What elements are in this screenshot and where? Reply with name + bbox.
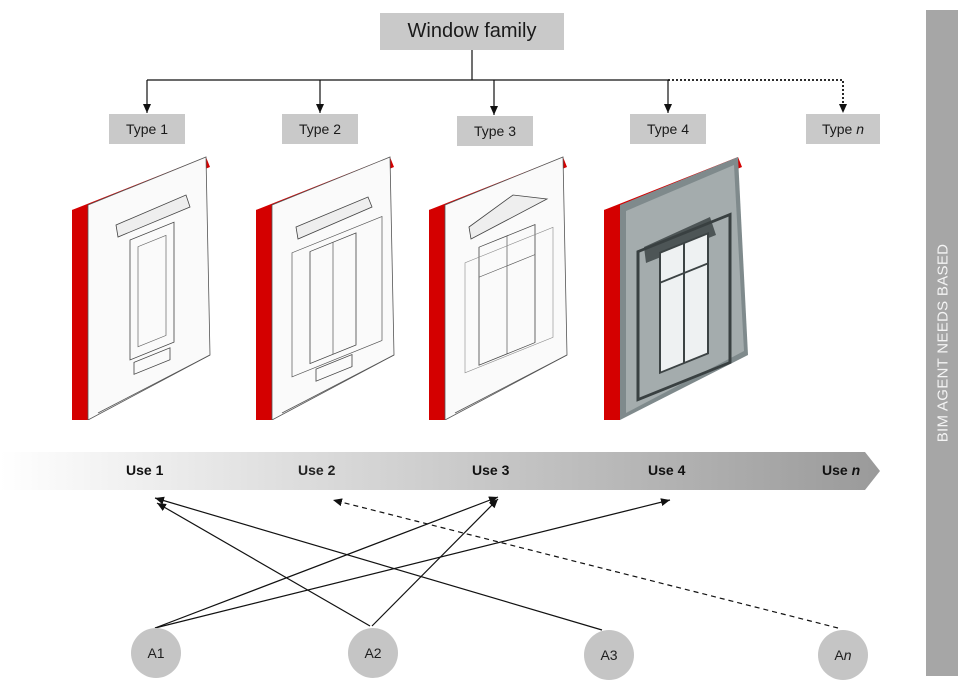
- window-type-4-pointcloud: [604, 157, 748, 420]
- agent-an-label: An: [834, 647, 852, 663]
- window-family-label: Window family: [407, 20, 537, 42]
- agent-an: An: [818, 630, 868, 680]
- agent-a1-label: A1: [147, 645, 165, 661]
- use-n-label: Use n: [822, 462, 861, 478]
- window-family-box: Window family: [380, 13, 564, 50]
- uses-arrow-band: [0, 452, 880, 490]
- agent-a2: A2: [348, 628, 398, 678]
- agent-a2-label: A2: [364, 645, 382, 661]
- type-2-label: Type 2: [298, 121, 342, 137]
- type-n-label: Type n: [821, 121, 865, 137]
- agent-a3-label: A3: [600, 647, 618, 663]
- bim-agent-needs-label: BIM AGENT NEEDS BASED: [934, 243, 952, 443]
- type-4-label: Type 4: [646, 121, 690, 137]
- window-type-1-drawing: [72, 156, 211, 420]
- type-3-label: Type 3: [473, 123, 517, 139]
- bim-agent-needs-sidebar: BIM AGENT NEEDS BASED: [926, 10, 958, 676]
- type-4-box: Type 4: [630, 114, 706, 144]
- type-3-box: Type 3: [457, 116, 533, 146]
- use-3-label: Use 3: [472, 462, 510, 478]
- type-n-box: Type n: [806, 114, 880, 144]
- use-1-label: Use 1: [126, 462, 164, 478]
- type-1-label: Type 1: [125, 121, 169, 137]
- use-4-label: Use 4: [648, 462, 686, 478]
- type-1-box: Type 1: [109, 114, 185, 144]
- agent-a1: A1: [131, 628, 181, 678]
- window-type-3-drawing: [429, 156, 568, 420]
- window-type-2-drawing: [256, 156, 395, 420]
- agent-a3: A3: [584, 630, 634, 680]
- type-2-box: Type 2: [282, 114, 358, 144]
- use-2-label: Use 2: [298, 462, 336, 478]
